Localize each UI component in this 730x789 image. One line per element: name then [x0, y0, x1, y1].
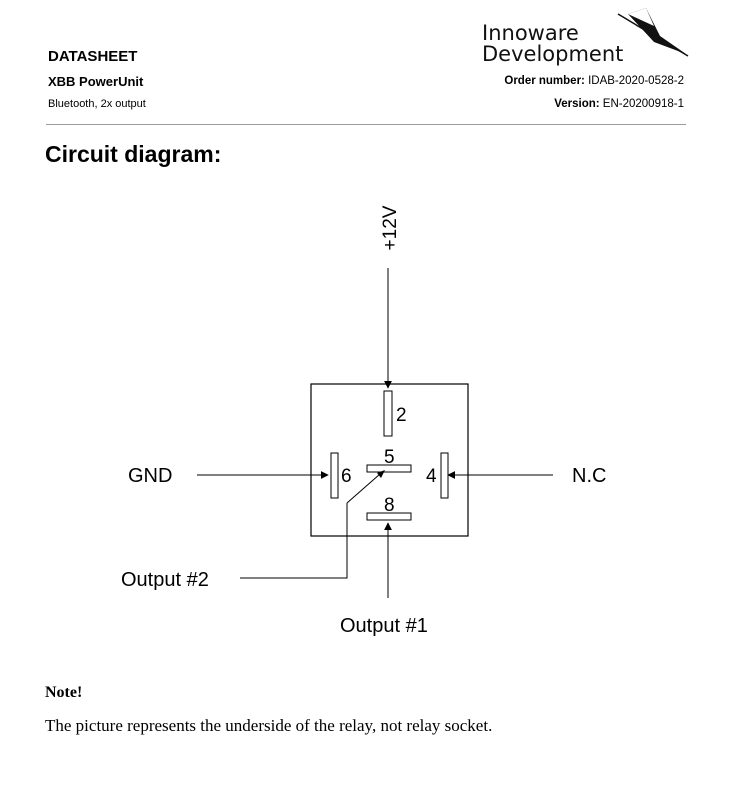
order-number: Order number: IDAB-2020-0528-2 — [504, 75, 684, 87]
pin-2 — [383, 390, 393, 437]
note-title: Note! — [45, 684, 83, 701]
version-value: EN-20200918-1 — [602, 98, 684, 110]
document-type: DATASHEET — [48, 48, 138, 65]
product-description: Bluetooth, 2x output — [48, 98, 146, 110]
output2-wire — [240, 503, 348, 579]
gnd-label: GND — [128, 465, 172, 487]
order-number-label: Order number: — [504, 75, 585, 87]
version-label: Version: — [554, 98, 600, 110]
pin-8-label: 8 — [384, 495, 395, 516]
output2-label: Output #2 — [121, 569, 209, 591]
switch-contact — [346, 473, 381, 504]
output1-label: Output #1 — [340, 615, 428, 637]
switch-arrow — [377, 470, 385, 478]
pin-2-label: 2 — [396, 405, 407, 426]
svg-text:Innoware: Innoware — [482, 21, 579, 45]
pin-4-label: 4 — [426, 466, 437, 487]
product-name: XBB PowerUnit — [48, 74, 144, 89]
nc-label: N.C — [572, 465, 606, 487]
section-title: Circuit diagram: — [45, 141, 222, 167]
pin-5-label: 5 — [384, 447, 395, 468]
version: Version: EN-20200918-1 — [554, 98, 684, 110]
pin-6 — [330, 452, 339, 499]
pin-8 — [366, 512, 412, 521]
header-divider — [46, 124, 686, 125]
pin-5 — [366, 464, 412, 473]
order-number-value: IDAB-2020-0528-2 — [588, 75, 684, 87]
pin-6-label: 6 — [341, 466, 352, 487]
pin-4 — [440, 452, 449, 499]
company-logo: Innoware Development — [482, 8, 689, 66]
relay-circuit-diagram: +12V 2 5 GND 6 N.C 4 8 Output #2 Output … — [121, 205, 606, 637]
supply-label: +12V — [380, 205, 401, 250]
svg-text:Development: Development — [482, 42, 623, 66]
note-text: The picture represents the underside of … — [45, 716, 493, 735]
